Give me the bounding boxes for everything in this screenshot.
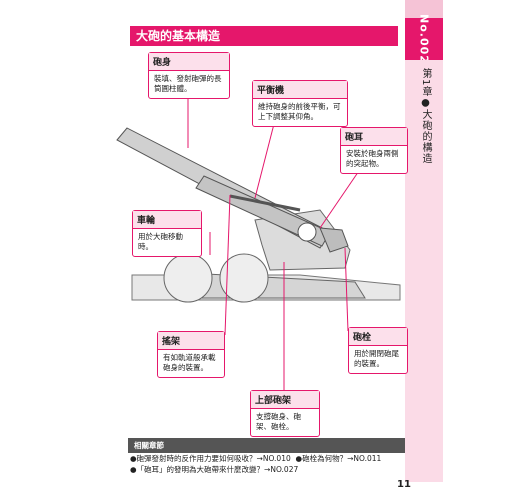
callout-breech-desc: 用於開閉砲尾的裝置。 xyxy=(354,349,399,368)
callout-carriage-desc: 支撐砲身、砲架、砲栓。 xyxy=(256,412,301,431)
side-chapter-label: 第1章●大砲的構造 xyxy=(420,68,431,165)
callout-carriage-title: 上部砲架 xyxy=(251,391,319,409)
related-sections: 相關章節 ●砲彈發射時的反作用力要如何吸收？→NO.010 ●砲栓為何物？→NO… xyxy=(128,438,405,475)
callout-barrel-desc: 裝填、發射砲彈的長筒圓柱體。 xyxy=(154,74,222,93)
related-link-011[interactable]: ●砲栓為何物？→NO.011 xyxy=(295,454,382,463)
callout-trail-desc: 有如軌道般承載砲身的裝置。 xyxy=(163,353,216,372)
related-row-2: ●「砲耳」的發明為大砲帶來什麼改變？→NO.027 xyxy=(128,464,405,475)
callout-trunnion: 砲耳 安裝於砲身兩側的突起物。 xyxy=(340,127,408,174)
side-number-tab: No.002 xyxy=(405,14,443,64)
callout-balancer-desc: 維持砲身的前後平衡，可上下調整其仰角。 xyxy=(258,102,341,121)
callout-wheels: 車輪 用於大砲移動時。 xyxy=(132,210,202,257)
balancer-shape xyxy=(229,194,301,212)
trunnion-shape xyxy=(297,222,317,242)
related-link-027[interactable]: ●「砲耳」的發明為大砲帶來什麼改變？→NO.027 xyxy=(130,465,299,474)
callout-trunnion-desc: 安裝於砲身兩側的突起物。 xyxy=(346,149,399,168)
related-heading: 相關章節 xyxy=(128,438,405,453)
callout-barrel-title: 砲身 xyxy=(149,53,229,71)
side-tab-top xyxy=(405,0,443,18)
breech-shape xyxy=(319,227,349,253)
wheel-right xyxy=(219,253,269,303)
callout-breech: 砲栓 用於開閉砲尾的裝置。 xyxy=(348,327,408,374)
side-tab-body xyxy=(405,170,443,482)
callout-wheels-title: 車輪 xyxy=(133,211,201,229)
related-row-1: ●砲彈發射時的反作用力要如何吸收？→NO.010 ●砲栓為何物？→NO.011 xyxy=(128,453,405,464)
callout-trunnion-title: 砲耳 xyxy=(341,128,407,146)
section-title: 大砲的基本構造 xyxy=(130,26,398,46)
side-chapter-tab: 第1章●大砲的構造 xyxy=(405,60,443,170)
callout-trail-title: 搖架 xyxy=(158,332,224,350)
callout-wheels-desc: 用於大砲移動時。 xyxy=(138,232,183,251)
callout-balancer-title: 平衡機 xyxy=(253,81,347,99)
callout-breech-title: 砲栓 xyxy=(349,328,407,346)
callout-barrel: 砲身 裝填、發射砲彈的長筒圓柱體。 xyxy=(148,52,230,99)
callout-trail: 搖架 有如軌道般承載砲身的裝置。 xyxy=(157,331,225,378)
page-number: 11 xyxy=(397,479,411,490)
wheel-left xyxy=(163,253,213,303)
callout-balancer: 平衡機 維持砲身的前後平衡，可上下調整其仰角。 xyxy=(252,80,348,127)
callout-carriage: 上部砲架 支撐砲身、砲架、砲栓。 xyxy=(250,390,320,437)
related-link-010[interactable]: ●砲彈發射時的反作用力要如何吸收？→NO.010 xyxy=(130,454,291,463)
side-number: No.002 xyxy=(417,14,431,64)
